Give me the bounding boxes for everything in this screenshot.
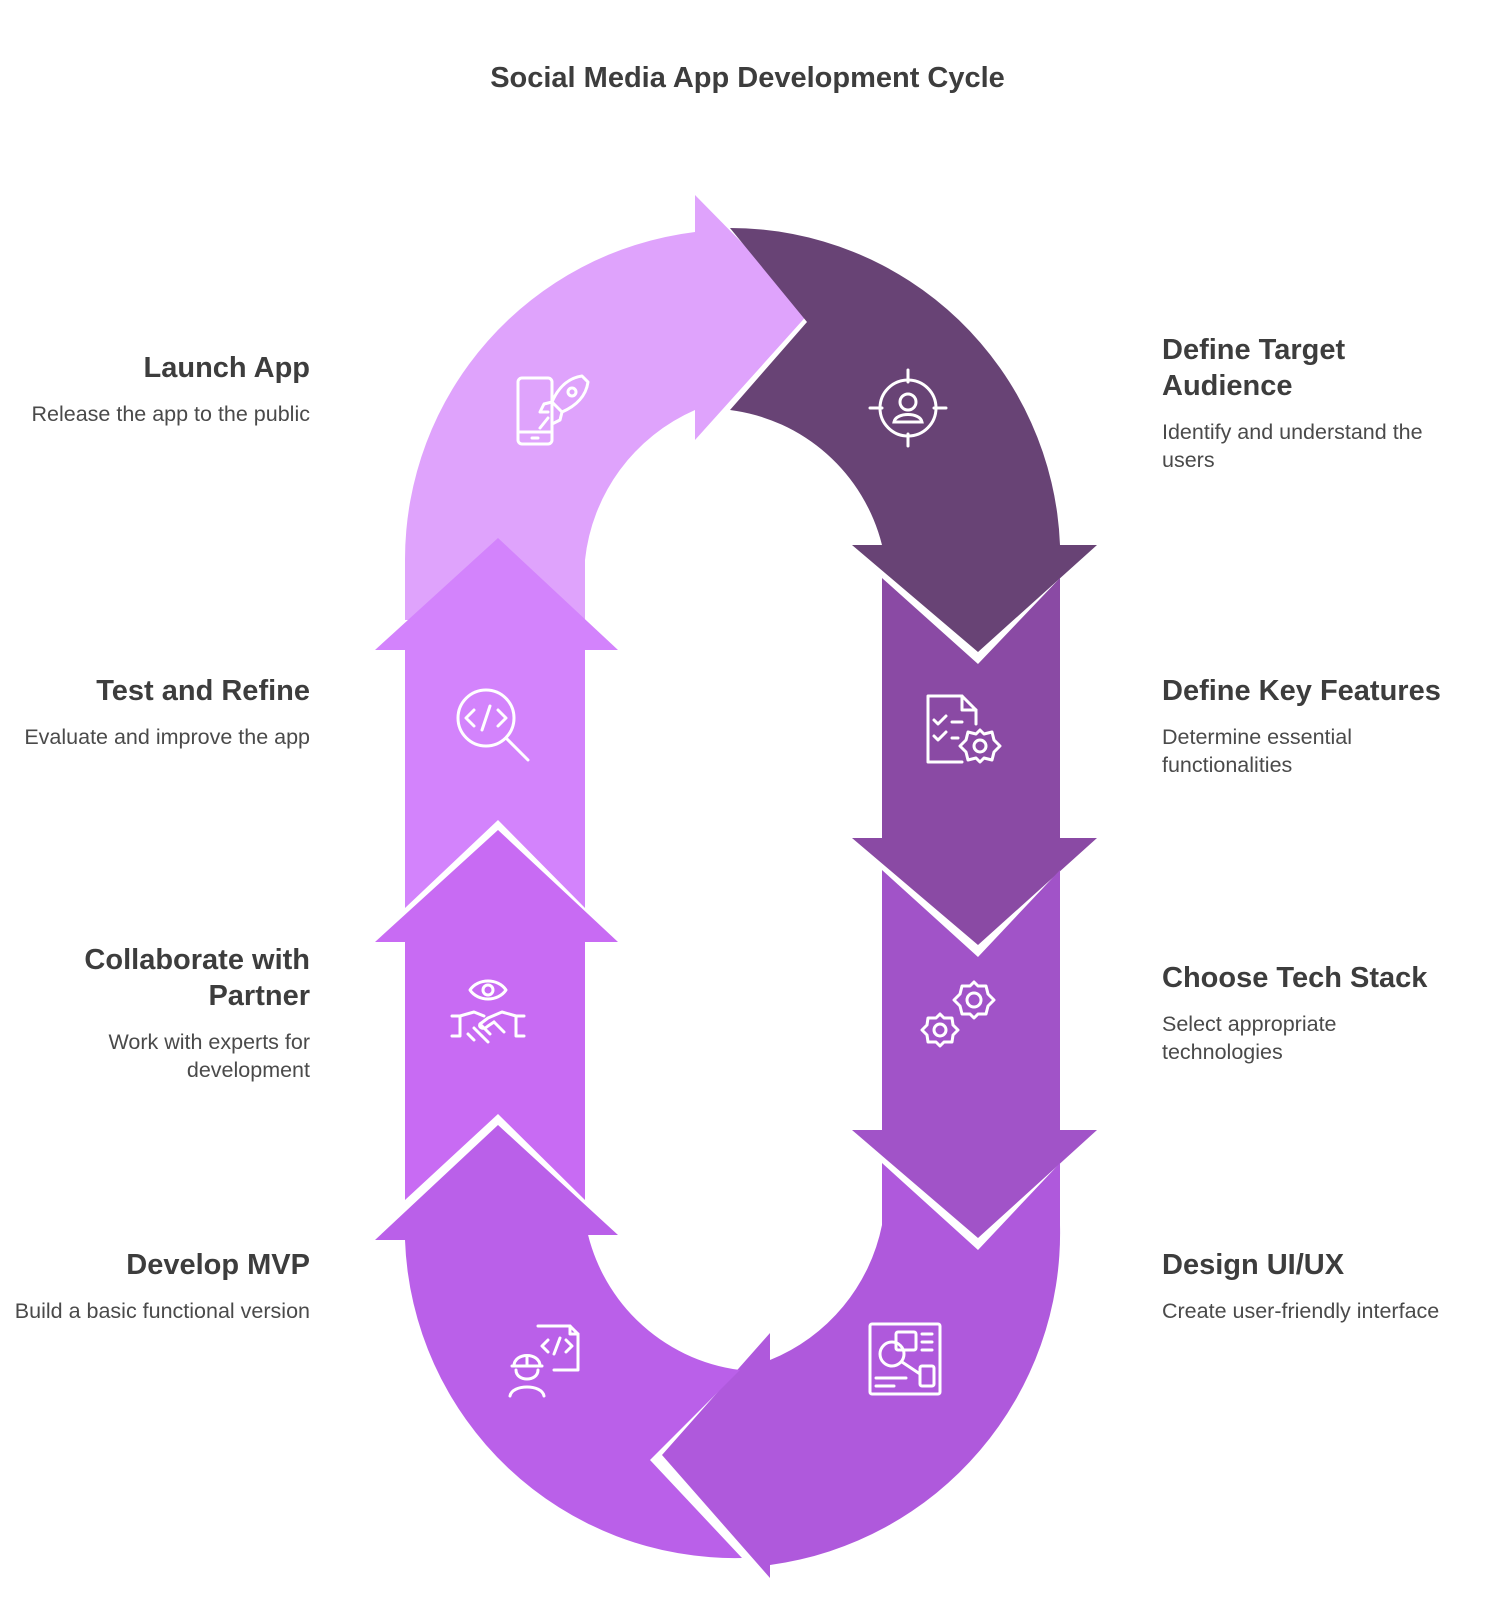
step-description: Determine essential functionalities xyxy=(1162,725,1353,777)
step-description: Build a basic functional version xyxy=(14,1299,310,1323)
step-label-define-target-audience: Define Target Audience Identify and unde… xyxy=(1162,332,1462,474)
step-title: Define Target Audience xyxy=(1162,334,1346,402)
handshake-eye-icon xyxy=(448,972,528,1052)
step-title: Choose Tech Stack xyxy=(1162,962,1428,994)
target-user-icon xyxy=(868,368,948,448)
segment-test-and-refine xyxy=(375,538,618,908)
step-label-choose-tech-stack: Choose Tech Stack Select appropriate tec… xyxy=(1162,960,1462,1066)
step-description: Release the app to the public xyxy=(31,402,310,426)
step-label-collaborate-with-partner: Collaborate with Partner Work with exper… xyxy=(10,942,310,1084)
step-label-launch-app: Launch App Release the app to the public xyxy=(10,350,310,428)
step-description: Work with experts for development xyxy=(108,1030,310,1082)
segment-launch-app xyxy=(404,195,810,620)
gears-icon xyxy=(920,978,1000,1058)
ui-design-icon xyxy=(866,1320,946,1400)
step-title: Develop MVP xyxy=(126,1249,310,1281)
step-description: Identify and understand the users xyxy=(1162,420,1423,472)
checklist-gear-icon xyxy=(922,690,1002,770)
segment-define-target-audience xyxy=(730,227,1097,653)
step-title: Collaborate with Partner xyxy=(84,944,310,1012)
developer-icon xyxy=(506,1320,586,1400)
code-search-icon xyxy=(454,686,534,766)
step-title: Design UI/UX xyxy=(1162,1249,1345,1281)
step-description: Evaluate and improve the app xyxy=(24,725,310,749)
segment-define-key-features xyxy=(852,578,1097,945)
step-title: Test and Refine xyxy=(96,675,310,707)
segment-choose-tech-stack xyxy=(852,870,1097,1238)
step-title: Define Key Features xyxy=(1162,675,1441,707)
diagram-title: Social Media App Development Cycle xyxy=(490,62,1005,94)
step-description: Select appropriate technologies xyxy=(1162,1012,1337,1064)
step-label-develop-mvp: Develop MVP Build a basic functional ver… xyxy=(10,1247,310,1325)
step-label-design-ui-ux: Design UI/UX Create user-friendly interf… xyxy=(1162,1247,1462,1325)
step-label-test-and-refine: Test and Refine Evaluate and improve the… xyxy=(10,673,310,751)
rocket-phone-icon xyxy=(512,372,592,452)
step-title: Launch App xyxy=(143,352,310,384)
step-label-define-key-features: Define Key Features Determine essential … xyxy=(1162,673,1462,779)
segment-design-ui-ux xyxy=(662,1163,1061,1578)
step-description: Create user-friendly interface xyxy=(1162,1299,1440,1323)
